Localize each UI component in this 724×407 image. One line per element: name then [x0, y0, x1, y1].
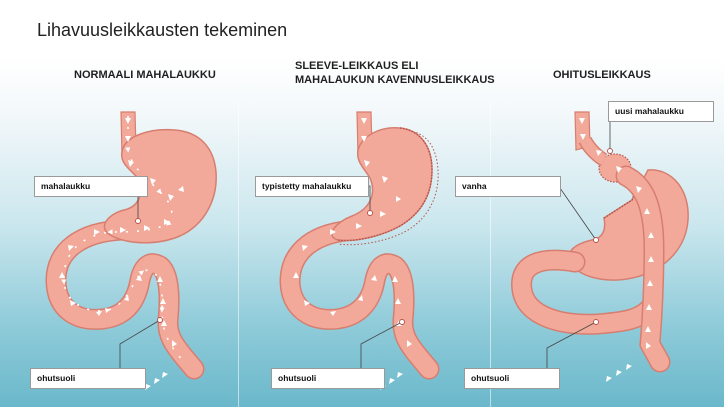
heading-bypass-surgery: OHITUSLEIKKAUS	[553, 68, 651, 82]
exit-arrows	[145, 372, 168, 390]
leader-dots	[135, 148, 613, 325]
removed-stomach-outline	[337, 130, 439, 246]
sleeve-stomach-illustration	[279, 111, 440, 390]
panel-divider	[490, 102, 491, 407]
label-stomach: mahalaukku	[34, 176, 148, 197]
heading-sleeve-surgery: SLEEVE-LEIKKAUS ELI MAHALAUKUN KAVENNUSL…	[295, 59, 495, 87]
normal-stomach-illustration	[45, 111, 217, 390]
label-new-stomach: uusi mahalaukku	[608, 101, 714, 122]
label-old-stomach: vanha	[455, 176, 561, 197]
exit-arrows	[606, 364, 632, 382]
heading-line: SLEEVE-LEIKKAUS ELI	[295, 60, 419, 72]
panel-divider	[238, 102, 239, 407]
staple-line	[337, 127, 433, 242]
heading-line: OHITUSLEIKKAUS	[553, 69, 651, 81]
page-title: Lihavuusleikkausten tekeminen	[37, 20, 288, 40]
label-trimmed-stomach: typistetty mahalaukku	[255, 176, 369, 197]
heading-line: MAHALAUKUN KAVENNUSLEIKKAUS	[295, 74, 495, 86]
heading-normal-stomach: NORMAALI MAHALAUKKU	[74, 68, 216, 82]
label-small-intestine: ohutsuoli	[30, 368, 146, 389]
bypass-illustration	[511, 111, 689, 382]
heading-line: NORMAALI MAHALAUKKU	[74, 69, 216, 81]
label-small-intestine: ohutsuoli	[271, 368, 385, 389]
label-small-intestine: ohutsuoli	[464, 368, 560, 389]
